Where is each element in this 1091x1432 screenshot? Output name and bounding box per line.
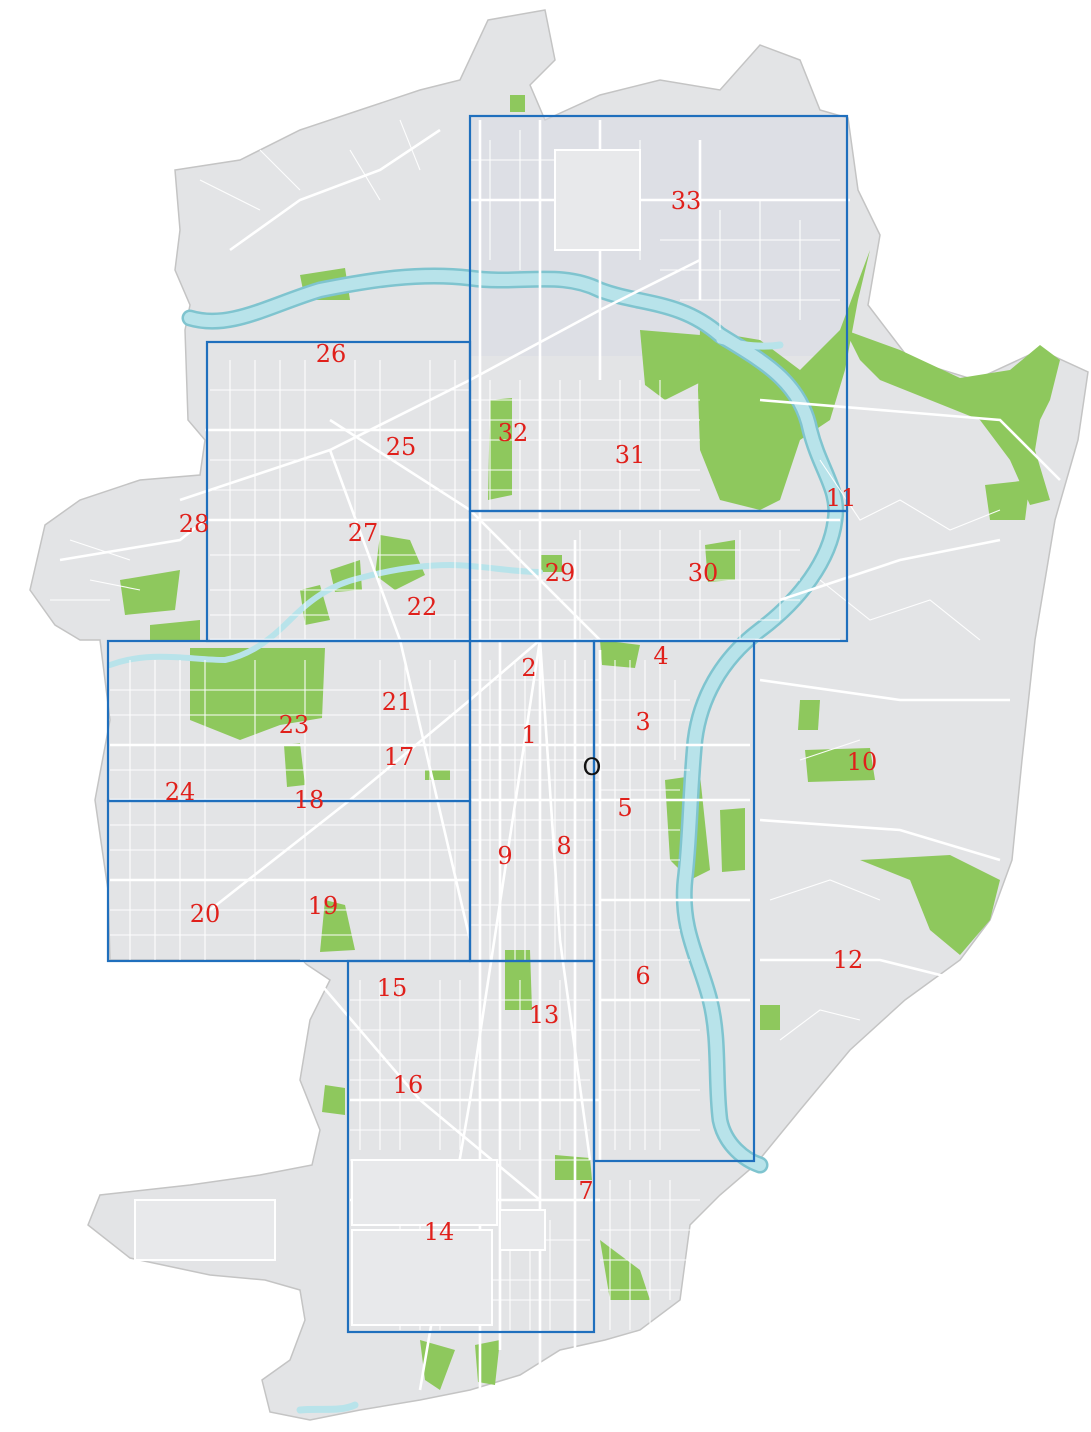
open-blocks-layer bbox=[134, 149, 641, 1326]
zone-grid bbox=[106, 114, 849, 1334]
zone-label-25: 25 bbox=[386, 433, 417, 461]
zone-labels: 1 2 3 4 5 6 7 8 9 10 11 12 13 14 15 16 1… bbox=[165, 187, 878, 1246]
zone-label-27: 27 bbox=[348, 519, 379, 547]
zone-label-12: 12 bbox=[833, 946, 864, 974]
zone-label-14: 14 bbox=[424, 1218, 455, 1246]
zone-33-shading bbox=[470, 116, 847, 356]
zone-label-7: 7 bbox=[578, 1177, 593, 1205]
zone-label-3: 3 bbox=[635, 708, 650, 736]
zone-label-22: 22 bbox=[407, 593, 438, 621]
zone-label-24: 24 bbox=[165, 778, 196, 806]
zone-label-8: 8 bbox=[556, 832, 571, 860]
zone-label-17: 17 bbox=[384, 743, 415, 771]
zone-label-32: 32 bbox=[498, 419, 529, 447]
zone-label-30: 30 bbox=[688, 559, 719, 587]
zone-label-4: 4 bbox=[653, 642, 668, 670]
zone-label-28: 28 bbox=[179, 510, 210, 538]
zone-label-20: 20 bbox=[190, 900, 221, 928]
zone-label-6: 6 bbox=[635, 962, 650, 990]
tributary-river bbox=[107, 562, 543, 668]
zone-label-2: 2 bbox=[521, 654, 536, 682]
origin-label: O bbox=[583, 753, 602, 781]
zone-label-10: 10 bbox=[847, 748, 878, 776]
origin-marker: O bbox=[583, 753, 602, 781]
zone-label-16: 16 bbox=[393, 1071, 424, 1099]
zone-label-5: 5 bbox=[617, 794, 632, 822]
zone-label-15: 15 bbox=[377, 974, 408, 1002]
zone-label-18: 18 bbox=[294, 786, 325, 814]
zone-label-1: 1 bbox=[521, 721, 536, 749]
zone-label-29: 29 bbox=[545, 559, 576, 587]
zone-label-9: 9 bbox=[497, 842, 512, 870]
zone-label-21: 21 bbox=[382, 688, 413, 716]
zone-box-south bbox=[346, 959, 596, 1334]
zone-label-26: 26 bbox=[316, 340, 347, 368]
zone-label-13: 13 bbox=[529, 1001, 560, 1029]
zone-label-23: 23 bbox=[279, 711, 310, 739]
zone-label-33: 33 bbox=[671, 187, 702, 215]
parks-layer bbox=[120, 95, 1060, 1390]
zone-label-11: 11 bbox=[826, 484, 857, 512]
zone-label-31: 31 bbox=[615, 441, 646, 469]
zone-label-19: 19 bbox=[308, 892, 339, 920]
zone-box-east bbox=[592, 639, 756, 1163]
